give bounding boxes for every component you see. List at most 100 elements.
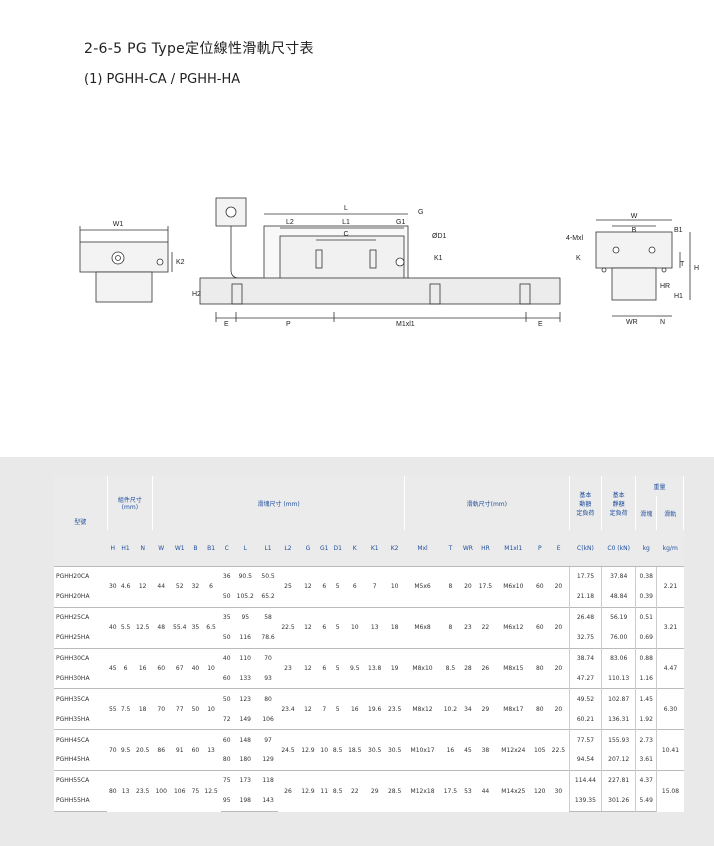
table-cell: 10 bbox=[317, 729, 331, 771]
table-cell: 12 bbox=[297, 688, 318, 730]
table-cell: 6 bbox=[118, 647, 133, 689]
table-cell: 5 bbox=[330, 606, 345, 649]
front-view-drawing bbox=[79, 226, 173, 303]
table-cell: 8.5 bbox=[440, 647, 461, 689]
table-cell: 133 bbox=[239, 674, 251, 682]
table-cell: PGHH25CA bbox=[54, 606, 108, 628]
table-cell: 13 bbox=[118, 769, 133, 812]
table-cell: 58 bbox=[258, 606, 279, 628]
table-cell: 50 bbox=[222, 593, 231, 601]
table-cell: M6x12 bbox=[495, 606, 532, 649]
table-cell: 10 bbox=[384, 566, 405, 608]
end-view-drawing bbox=[595, 219, 691, 317]
table-cell: 23 bbox=[278, 647, 298, 689]
table-cell: 12 bbox=[132, 566, 153, 608]
table-cell: 29 bbox=[364, 769, 385, 812]
label-m: M1xl1 bbox=[396, 321, 415, 328]
label-l: L bbox=[344, 205, 348, 212]
table-cell: 60 bbox=[531, 606, 549, 649]
table-cell: 26 bbox=[278, 769, 298, 812]
table-cell: 48.84 bbox=[601, 586, 636, 608]
table-cell: 17.75 bbox=[568, 565, 602, 587]
table-cell: 60.21 bbox=[568, 709, 602, 730]
table-cell: 65.2 bbox=[261, 593, 275, 601]
column-header: C0 (kN) bbox=[601, 530, 636, 567]
table-cell: 114.44 bbox=[568, 769, 602, 791]
table-cell: 28.5 bbox=[384, 769, 405, 812]
table-cell: 3.21 bbox=[656, 606, 684, 649]
label-b1: B1 bbox=[674, 227, 683, 234]
table-cell: 75 bbox=[189, 769, 202, 812]
table-cell: 72 bbox=[222, 715, 231, 723]
table-cell: 0.88 bbox=[635, 647, 657, 669]
table-cell: 30.5 bbox=[384, 729, 405, 771]
table-cell: 16 bbox=[440, 729, 461, 771]
table-cell: 45 bbox=[107, 647, 119, 689]
header-assembly: 組件尺寸 (mm) bbox=[106, 476, 154, 530]
column-header: L bbox=[232, 530, 259, 567]
table-cell: 83.06 bbox=[601, 647, 636, 669]
table-cell: 0.51 bbox=[635, 606, 657, 628]
table-cell: 16 bbox=[132, 647, 153, 689]
table-cell: 139.35 bbox=[568, 790, 602, 812]
table-cell: 86 bbox=[152, 729, 170, 771]
table-cell: 28 bbox=[460, 647, 476, 689]
table-cell: 80 bbox=[531, 647, 549, 689]
table-cell: 106 bbox=[169, 769, 190, 812]
table-cell: 18.5 bbox=[344, 729, 365, 771]
label-e2: E bbox=[538, 321, 543, 328]
table-cell: PGHH55HA bbox=[54, 790, 108, 812]
table-cell: 13 bbox=[201, 729, 222, 771]
table-cell: 80 bbox=[222, 756, 231, 764]
table-cell: 26 bbox=[475, 647, 496, 689]
table-cell: 80 bbox=[258, 688, 279, 710]
table-cell: 18 bbox=[132, 688, 153, 730]
table-cell: 110.13 bbox=[601, 668, 636, 689]
table-cell: 17.5 bbox=[475, 566, 496, 608]
table-cell: 6 bbox=[317, 647, 331, 689]
table-cell: M10x17 bbox=[404, 729, 441, 771]
table-cell: 1.92 bbox=[635, 709, 657, 730]
table-cell: 9.5 bbox=[118, 729, 133, 771]
table-cell: 40 bbox=[107, 606, 119, 649]
table-cell: 22 bbox=[475, 606, 496, 649]
table-cell: M8x12 bbox=[404, 688, 441, 730]
table-cell: 50.5 bbox=[258, 565, 279, 587]
header-weight-block: 滑塊 bbox=[635, 496, 658, 530]
table-cell: M5x6 bbox=[404, 566, 441, 608]
table-cell: 6 bbox=[317, 606, 331, 649]
table-cell: 35 bbox=[189, 606, 202, 649]
header-dynamic-load: 基本 動額 定負荷 bbox=[568, 476, 603, 530]
label-b: B bbox=[632, 227, 637, 234]
header-static-load: 基本 靜額 定負荷 bbox=[601, 476, 637, 530]
table-cell: 20 bbox=[548, 647, 569, 689]
table-cell: 15.08 bbox=[656, 769, 684, 812]
label-k: K bbox=[576, 255, 581, 262]
table-cell: PGHH30HA bbox=[56, 674, 90, 682]
table-cell: 48 bbox=[152, 606, 170, 649]
dimension-table: 型號 組件尺寸 (mm) 滑塊尺寸 (mm) 滑軌尺寸(mm) 基本 動額 定負… bbox=[54, 476, 684, 812]
column-header: B1 bbox=[201, 530, 222, 567]
table-cell: PGHH35HA bbox=[56, 715, 90, 723]
table-cell: 60 bbox=[222, 674, 231, 682]
label-4mxl: 4-Mxl bbox=[566, 235, 584, 242]
table-cell: 95 bbox=[232, 606, 259, 628]
table-cell: 20 bbox=[548, 566, 569, 608]
label-l1: L1 bbox=[342, 219, 350, 226]
table-cell: 23.4 bbox=[278, 688, 298, 730]
table-cell: 8.5 bbox=[330, 769, 345, 812]
table-cell: PGHH45HA bbox=[56, 756, 90, 764]
column-header: G1 bbox=[317, 530, 331, 567]
table-cell: 12.9 bbox=[297, 729, 318, 771]
table-cell: 9.5 bbox=[344, 647, 365, 689]
label-n: N bbox=[660, 319, 665, 326]
label-h2: H2 bbox=[192, 291, 201, 298]
table-cell: PGHH20HA bbox=[56, 593, 90, 601]
table-cell: 100 bbox=[152, 769, 170, 812]
column-header: Mxl bbox=[404, 530, 441, 567]
table-cell: 56.19 bbox=[601, 606, 636, 628]
